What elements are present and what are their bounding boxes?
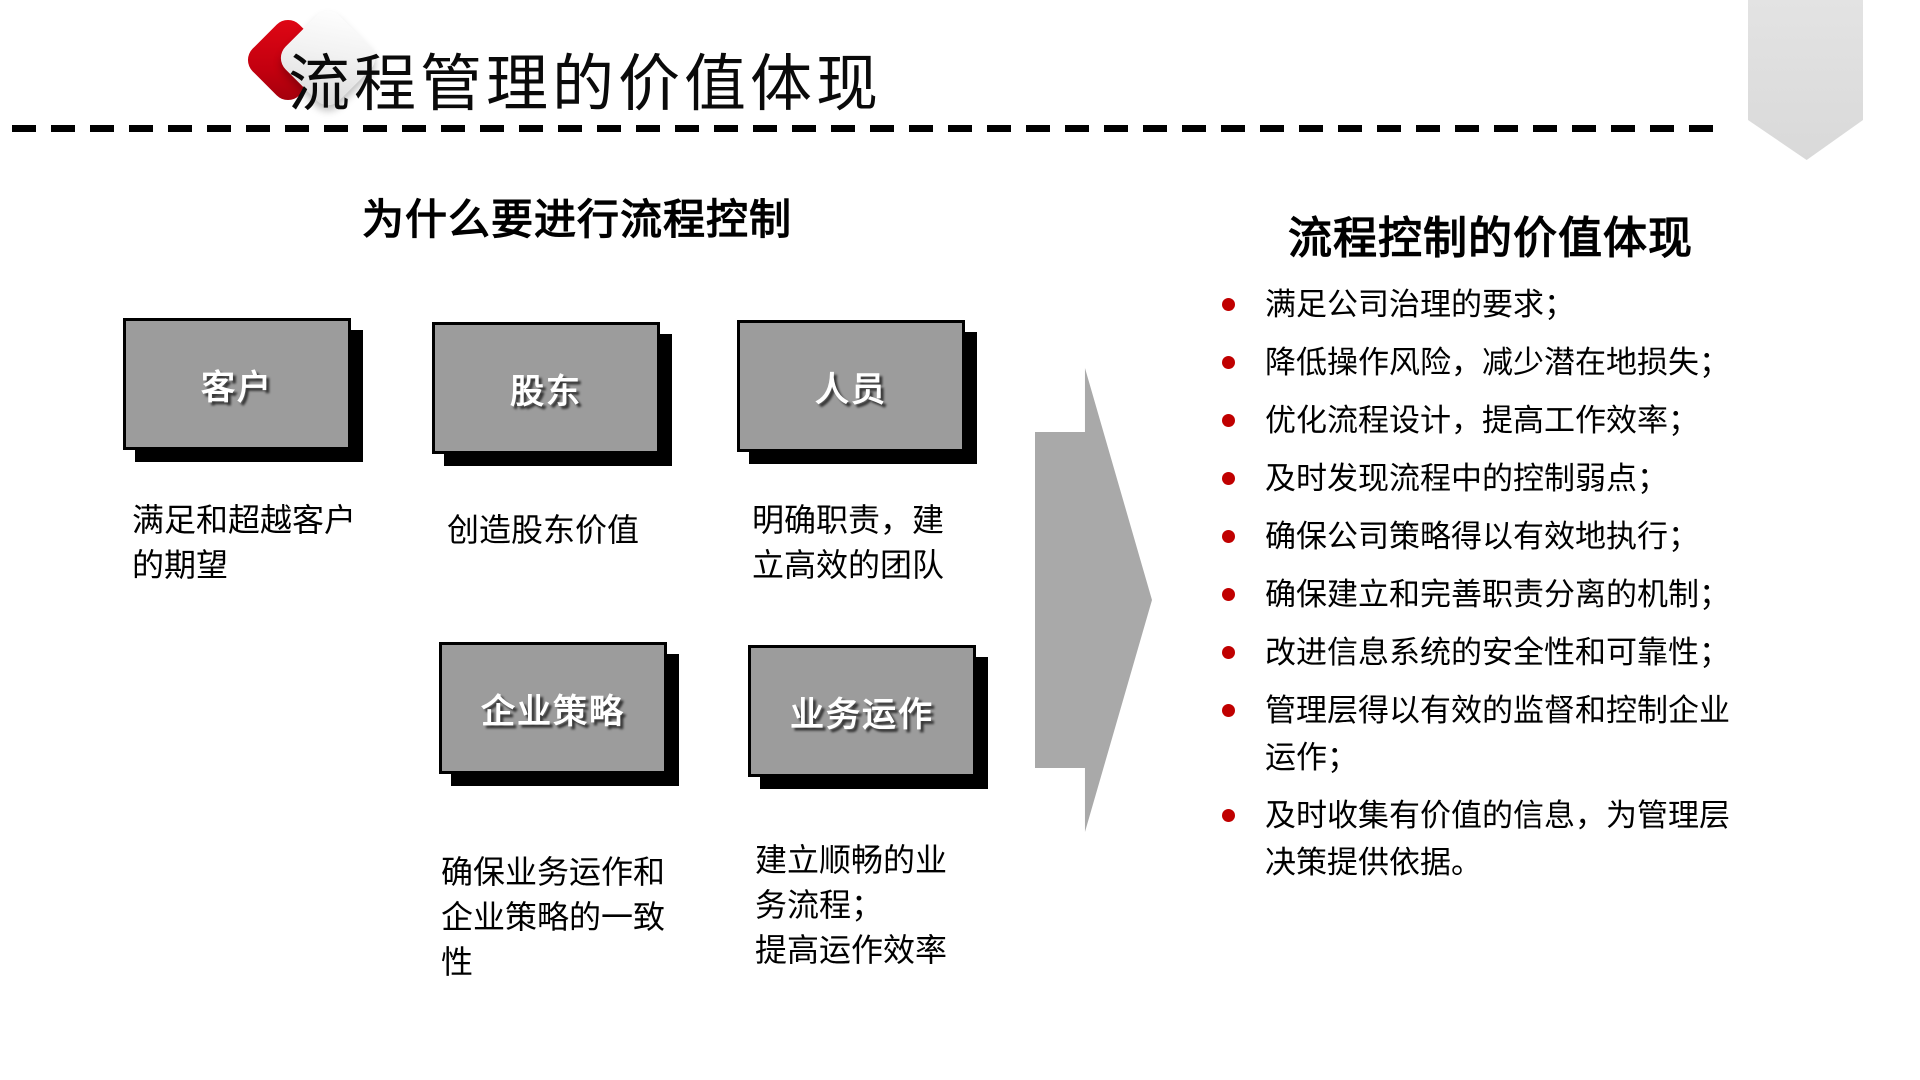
- list-item: 及时发现流程中的控制弱点；: [1205, 455, 1790, 502]
- list-item: 降低操作风险，减少潜在地损失；: [1205, 339, 1790, 386]
- box-shareholder-label: 股东: [510, 372, 582, 411]
- list-item: 改进信息系统的安全性和可靠性；: [1205, 629, 1790, 676]
- bookmark-ribbon-icon: [1748, 0, 1863, 160]
- box-customer: 客户: [123, 318, 351, 450]
- desc-customer: 满足和超越客户 的期望: [132, 502, 357, 583]
- box-people: 人员: [737, 320, 965, 452]
- right-arrow-shape: [1035, 368, 1152, 832]
- box-operation-label: 业务运作: [790, 695, 934, 734]
- right-section-heading: 流程控制的价值体现: [1288, 214, 1693, 263]
- list-item: 确保公司策略得以有效地执行；: [1205, 513, 1790, 560]
- box-strategy: 企业策略: [439, 642, 667, 774]
- list-item: 管理层得以有效的监督和控制企业 运作；: [1205, 687, 1790, 781]
- page-title: 流程管理的价值体现: [288, 50, 883, 119]
- dashed-divider: [12, 125, 1728, 132]
- box-people-label: 人员: [815, 370, 887, 409]
- desc-people: 明确职责，建 立高效的团队: [752, 502, 945, 583]
- box-strategy-label: 企业策略: [481, 692, 625, 731]
- list-item: 及时收集有价值的信息，为管理层 决策提供依据。: [1205, 792, 1790, 886]
- box-shareholder: 股东: [432, 322, 660, 454]
- list-item: 优化流程设计，提高工作效率；: [1205, 397, 1790, 444]
- desc-operation: 建立顺畅的业 务流程； 提高运作效率: [755, 842, 948, 968]
- desc-strategy: 确保业务运作和 企业策略的一致 性: [441, 854, 666, 980]
- diamond-logo: [118, 0, 382, 130]
- box-operation: 业务运作: [748, 645, 976, 777]
- list-item: 满足公司治理的要求；: [1205, 281, 1790, 328]
- left-section-heading: 为什么要进行流程控制: [362, 196, 793, 243]
- box-customer-label: 客户: [201, 368, 273, 407]
- value-bullet-list: 满足公司治理的要求； 降低操作风险，减少潜在地损失； 优化流程设计，提高工作效率…: [1205, 281, 1790, 897]
- desc-shareholder: 创造股东价值: [447, 512, 640, 548]
- list-item: 确保建立和完善职责分离的机制；: [1205, 571, 1790, 618]
